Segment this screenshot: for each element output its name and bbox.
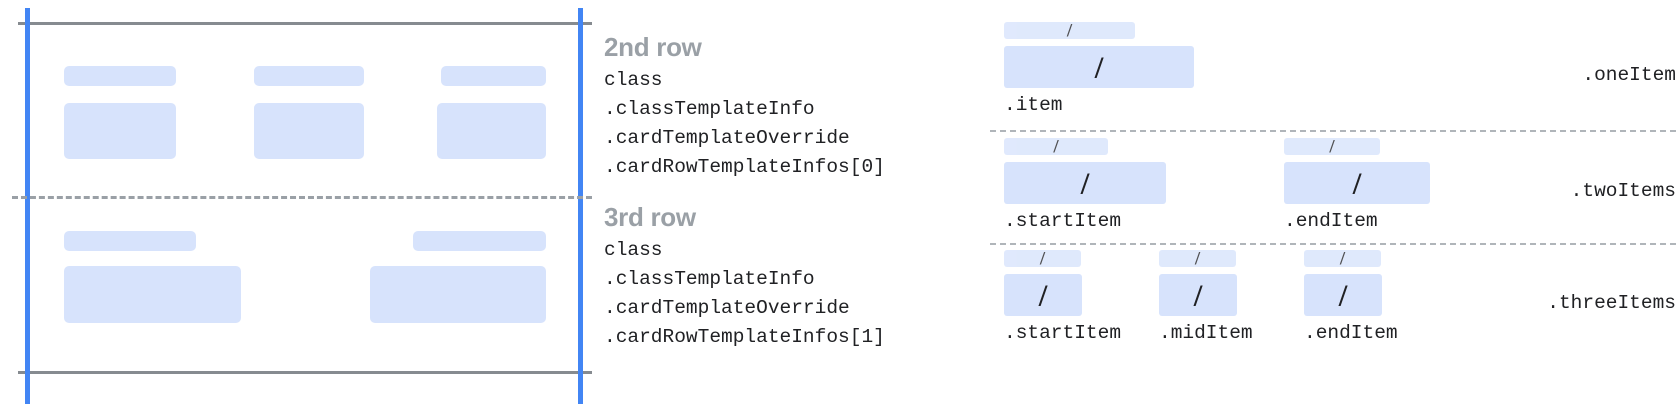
row-code-line: class [604,239,663,261]
slot-label: .startItem [1004,210,1122,232]
title-placeholder [254,66,364,86]
slash-icon: / [1339,250,1346,267]
variant-name: .twoItems [1570,180,1676,202]
body-placeholder [437,103,546,159]
row-title: 2nd row [604,32,702,62]
slot-tall-bar: / [1284,162,1430,204]
variant-divider [990,243,1676,245]
variant-two-items: .twoItems / / .startItem / / [990,138,1676,248]
card-mock-panel [0,0,592,412]
slot-end-item: / / .endItem [1284,138,1430,232]
card-left-guide-line [25,8,30,404]
slash-icon: / [1066,22,1073,39]
title-placeholder [441,66,546,86]
row-code-line: .cardTemplateOverride [604,127,850,149]
slot-thin-bar: / [1004,22,1135,39]
slot-start-item: / / .startItem [1004,250,1121,344]
row-code-line: class [604,69,663,91]
card-right-guide-line [578,8,583,404]
card-top-border [18,22,592,25]
variant-name: .threeItems [1547,292,1676,314]
slot-thin-bar: / [1004,138,1108,155]
card-bottom-border [18,371,592,374]
variant-name: .oneItem [1582,64,1676,86]
slot-start-item: / / .startItem [1004,138,1166,232]
body-placeholder [64,266,241,323]
title-placeholder [64,66,176,86]
title-placeholder [64,231,196,251]
slash-icon: / [1094,49,1104,85]
slot-thin-bar: / [1159,250,1236,267]
slash-icon: / [1080,165,1090,201]
row-code-line: .cardTemplateOverride [604,297,850,319]
title-placeholder [413,231,546,251]
row-code-line: .classTemplateInfo [604,98,815,120]
slot-thin-bar: / [1304,250,1381,267]
slash-icon: / [1194,250,1201,267]
slot-label: .startItem [1004,322,1122,344]
slot-thin-bar: / [1004,250,1081,267]
slot-thin-bar: / [1284,138,1380,155]
row-code-line: .cardRowTemplateInfos[1] [604,326,885,348]
variant-one-item: .oneItem / / .item [990,22,1676,132]
slot-tall-bar: / [1304,274,1382,316]
slash-icon: / [1329,138,1335,155]
row-title: 3rd row [604,202,696,232]
item-variants-panel: .oneItem / / .item .twoItems [990,0,1676,412]
slash-icon: / [1352,165,1362,201]
slash-icon: / [1193,277,1203,313]
slot-label: .endItem [1304,322,1398,344]
second-row-label-block: 2nd row class .classTemplateInfo .cardTe… [604,30,885,182]
third-row-label-block: 3rd row class .classTemplateInfo .cardTe… [604,200,885,352]
variant-three-items: .threeItems / / .startItem / / [990,250,1676,365]
slot-tall-bar: / [1004,46,1194,88]
slot-tall-bar: / [1004,274,1082,316]
slash-icon: / [1039,250,1046,267]
slot-mid-item: / / .midItem [1159,250,1253,344]
variant-divider [990,130,1676,132]
body-placeholder [64,103,176,159]
body-placeholder [254,103,364,159]
body-placeholder [370,266,546,323]
row-code-line: .classTemplateInfo [604,268,815,290]
slash-icon: / [1053,138,1059,155]
row-labels-panel: 2nd row class .classTemplateInfo .cardTe… [604,0,984,412]
card-row-divider [12,196,592,199]
slash-icon: / [1038,277,1048,313]
slot-label: .item [1004,94,1063,116]
slot-tall-bar: / [1159,274,1237,316]
slot-item: / / .item [1004,22,1194,116]
slot-tall-bar: / [1004,162,1166,204]
row-code-line: .cardRowTemplateInfos[0] [604,156,885,178]
slash-icon: / [1338,277,1348,313]
slot-label: .midItem [1159,322,1253,344]
slot-end-item: / / .endItem [1304,250,1398,344]
slot-label: .endItem [1284,210,1378,232]
